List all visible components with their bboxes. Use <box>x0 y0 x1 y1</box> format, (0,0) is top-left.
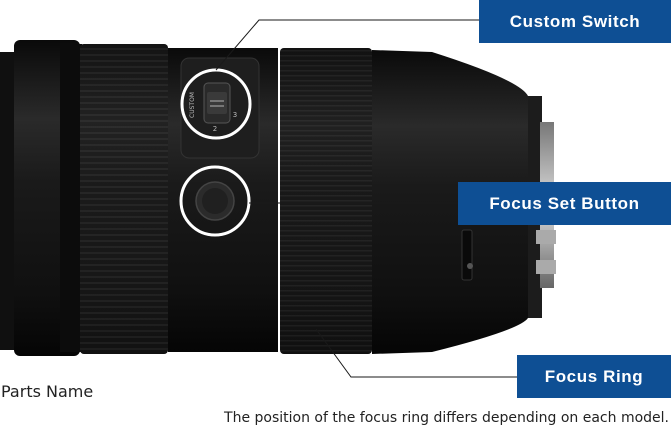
position-3-mark: 3 <box>233 111 237 119</box>
focus-ring-leader <box>315 328 517 378</box>
parts-name-heading: Parts Name <box>1 382 94 401</box>
focus-ring[interactable] <box>280 48 372 354</box>
focus-set-button-highlight <box>179 165 251 237</box>
lens-rear <box>372 50 528 354</box>
zoom-ring <box>80 44 168 354</box>
custom-mark: CUSTOM <box>189 92 196 118</box>
position-2-mark: 2 <box>213 125 217 133</box>
focus-set-button-label: Focus Set Button <box>458 182 671 225</box>
focus-ring-label: Focus Ring <box>517 355 671 398</box>
lens-front <box>0 40 82 356</box>
custom-switch[interactable]: CUSTOM 2 3 <box>189 82 237 133</box>
custom-switch-label: Custom Switch <box>479 0 671 43</box>
focus-ring-note: The position of the focus ring differs d… <box>224 410 669 426</box>
focus-set-button[interactable] <box>195 181 235 221</box>
custom-switch-leader <box>215 19 479 71</box>
